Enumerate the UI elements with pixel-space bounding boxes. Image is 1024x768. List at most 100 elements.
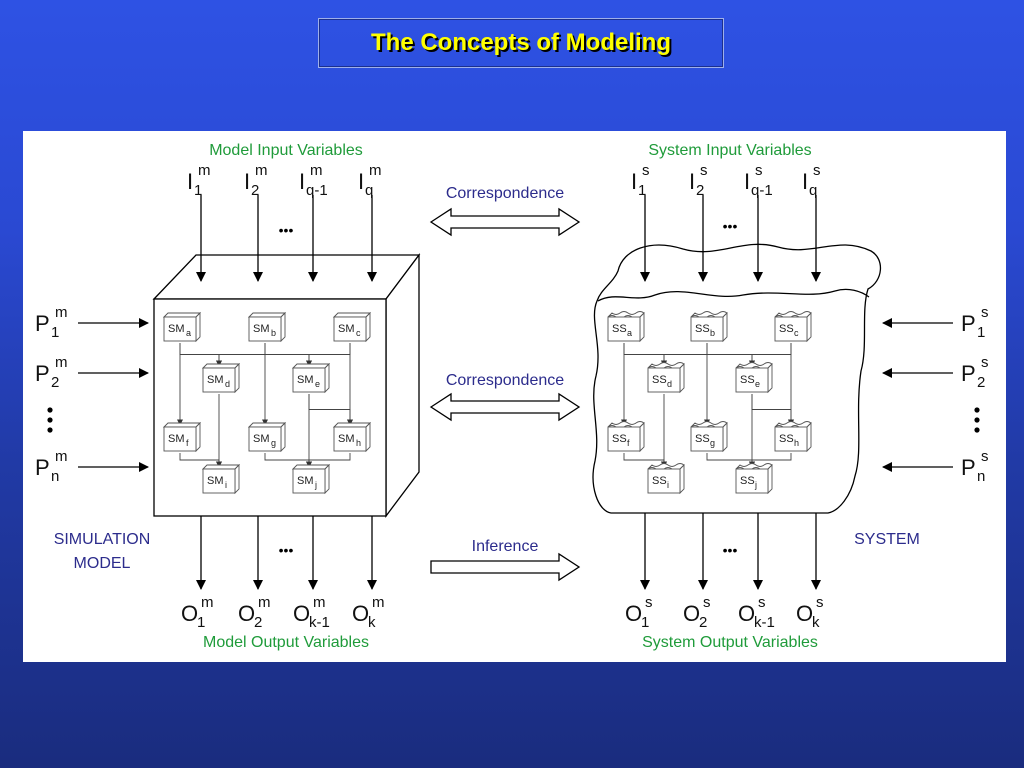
svg-text:I: I bbox=[689, 169, 695, 194]
svg-text:m: m bbox=[201, 594, 214, 611]
svg-text:I: I bbox=[244, 169, 250, 194]
svg-text:j: j bbox=[754, 480, 757, 490]
svg-text:e: e bbox=[755, 379, 760, 389]
svg-text:k: k bbox=[368, 614, 376, 631]
system-input-variables-label: System Input Variables bbox=[648, 142, 811, 159]
svg-text:O: O bbox=[238, 601, 255, 626]
svg-text:SM: SM bbox=[297, 475, 314, 487]
correspondence-middle-label: Correspondence bbox=[446, 372, 564, 389]
svg-text:h: h bbox=[356, 438, 361, 448]
svg-text:O: O bbox=[352, 601, 369, 626]
model-output-1: O1m bbox=[181, 594, 214, 631]
svg-text:m: m bbox=[258, 594, 271, 611]
svg-text:I: I bbox=[802, 169, 808, 194]
system-inputs-ellipsis: ••• bbox=[723, 218, 738, 234]
svg-text:SS: SS bbox=[612, 433, 627, 445]
system-output-k: Oks bbox=[796, 594, 824, 631]
system-output-2: O2s bbox=[683, 594, 711, 631]
model-outputs-ellipsis: ••• bbox=[279, 542, 294, 558]
svg-text:q: q bbox=[365, 182, 373, 199]
svg-text:c: c bbox=[794, 328, 799, 338]
model-output-variables-label: Model Output Variables bbox=[203, 634, 369, 651]
svg-text:SS: SS bbox=[695, 433, 710, 445]
svg-text:m: m bbox=[198, 162, 211, 179]
simulation-model-cube bbox=[152, 253, 421, 518]
svg-text:1: 1 bbox=[641, 614, 649, 631]
svg-text:s: s bbox=[755, 162, 763, 179]
svg-text:2: 2 bbox=[51, 374, 59, 391]
svg-text:e: e bbox=[315, 379, 320, 389]
svg-text:1: 1 bbox=[638, 182, 646, 199]
svg-text:P: P bbox=[35, 361, 50, 386]
svg-text:SM: SM bbox=[207, 475, 224, 487]
svg-text:SM: SM bbox=[253, 323, 270, 335]
svg-text:i: i bbox=[667, 480, 669, 490]
svg-text:m: m bbox=[372, 594, 385, 611]
svg-text:I: I bbox=[358, 169, 364, 194]
simulation-model-label-line1: SIMULATION bbox=[54, 531, 151, 548]
svg-text:s: s bbox=[703, 594, 711, 611]
svg-text:s: s bbox=[642, 162, 650, 179]
inference-label: Inference bbox=[472, 538, 539, 555]
correspondence-top-label: Correspondence bbox=[446, 185, 564, 202]
svg-text:SM: SM bbox=[168, 433, 185, 445]
svg-text:m: m bbox=[55, 354, 68, 371]
svg-text:q-1: q-1 bbox=[751, 182, 773, 199]
svg-text:SS: SS bbox=[779, 323, 794, 335]
svg-text:SM: SM bbox=[338, 433, 355, 445]
svg-text:SS: SS bbox=[695, 323, 710, 335]
svg-text:1: 1 bbox=[977, 324, 985, 341]
svg-text:P: P bbox=[35, 455, 50, 480]
svg-text:O: O bbox=[293, 601, 310, 626]
svg-text:SS: SS bbox=[740, 475, 755, 487]
svg-text:1: 1 bbox=[194, 182, 202, 199]
svg-text:P: P bbox=[961, 311, 976, 336]
correspondence-arrow-top bbox=[429, 207, 581, 237]
connector-lines bbox=[78, 195, 953, 590]
svg-text:2: 2 bbox=[251, 182, 259, 199]
svg-text:b: b bbox=[271, 328, 276, 338]
system-outputs-ellipsis: ••• bbox=[723, 542, 738, 558]
svg-text:I: I bbox=[187, 169, 193, 194]
model-output-k-1: Ok-1m bbox=[293, 594, 330, 631]
system-params-vertical-dots bbox=[974, 407, 980, 433]
svg-text:a: a bbox=[186, 328, 191, 338]
sim-model-link-10 bbox=[179, 453, 222, 468]
svg-text:m: m bbox=[55, 304, 68, 321]
svg-text:P: P bbox=[961, 361, 976, 386]
svg-text:2: 2 bbox=[254, 614, 262, 631]
svg-text:s: s bbox=[700, 162, 708, 179]
model-input-variables-label: Model Input Variables bbox=[209, 142, 363, 159]
svg-text:m: m bbox=[313, 594, 326, 611]
svg-text:SS: SS bbox=[779, 433, 794, 445]
svg-text:1: 1 bbox=[51, 324, 59, 341]
concepts-diagram: Model Input Variables System Input Varia… bbox=[35, 142, 989, 651]
svg-text:q-1: q-1 bbox=[306, 182, 328, 199]
svg-text:h: h bbox=[794, 438, 799, 448]
svg-text:m: m bbox=[255, 162, 268, 179]
